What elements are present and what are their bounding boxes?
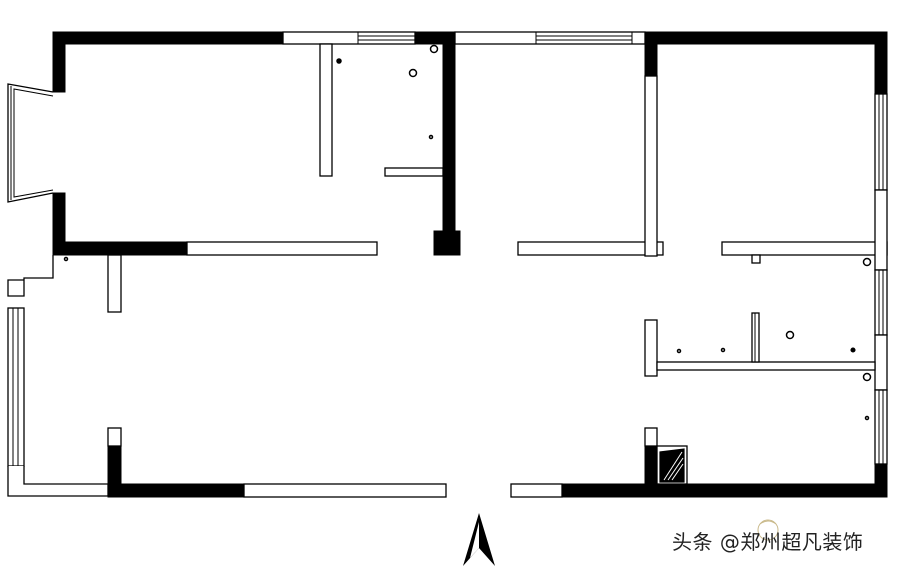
wall-right-room-left [644,75,658,257]
pier-bottom-right-top [644,427,658,447]
bay-window [7,83,54,203]
bath-right-top-stub [751,254,761,264]
window-left-lower [7,307,25,467]
pier-left-upper [107,254,122,313]
pipe-circle [862,257,872,267]
bath-right-wall-h [656,361,876,371]
pipe-dot [864,415,870,421]
pipe-dot [63,256,69,262]
partition-right-room [721,241,888,256]
pipe-dot [676,348,682,354]
wall-right-bottom [874,463,888,498]
wall-bottom-left-white [243,483,447,498]
wall-center-column [442,31,456,233]
wall-bottom-left-pier [107,445,122,497]
wall-mid-left-bottom [52,241,188,256]
window-top-2 [454,31,646,45]
wall-left-upper [52,31,66,93]
pier-bottom-left-top [107,427,122,447]
bath-right-wall-left [644,319,658,377]
wall-top-right [644,31,888,45]
bath-wall-vertical [319,43,333,177]
wall-right-stub [644,31,658,77]
window-right-3 [874,389,888,465]
pipe-dot [428,134,434,140]
pipe-dot [720,347,726,353]
pipe-dot [336,58,342,64]
wall-right-mid2 [874,334,888,391]
pipe-dot [850,347,856,353]
wall-bottom-left [107,483,245,498]
pipe-circle [862,372,872,382]
pipe-circle [785,330,795,340]
bath-wall-horizontal [384,167,444,177]
pipe-circle [408,68,418,78]
partition-center-right [517,241,664,256]
fixtures [63,44,872,421]
wall-bottom-right-pier [644,445,658,497]
wall-left-lower-outline [7,255,54,297]
seal-logo-icon [757,519,779,541]
partition-left-room [186,241,378,256]
watermark-text: 头条 @郑州超凡装饰 [672,530,864,554]
column-center [433,230,461,256]
wall-right-mid [874,189,888,271]
walls-outline [7,31,888,498]
window-right-2 [874,269,888,336]
window-right-1 [874,93,888,191]
walls-solid [52,31,888,498]
north-arrow-icon [463,513,495,566]
wall-right-top [874,31,888,95]
wall-bottom-right [561,483,888,498]
wall-top-left [52,31,284,45]
wall-bottom-right-white [510,483,563,498]
window-top-1 [282,31,416,45]
pipe-circle [429,44,439,54]
shaft-hatch [659,448,685,483]
